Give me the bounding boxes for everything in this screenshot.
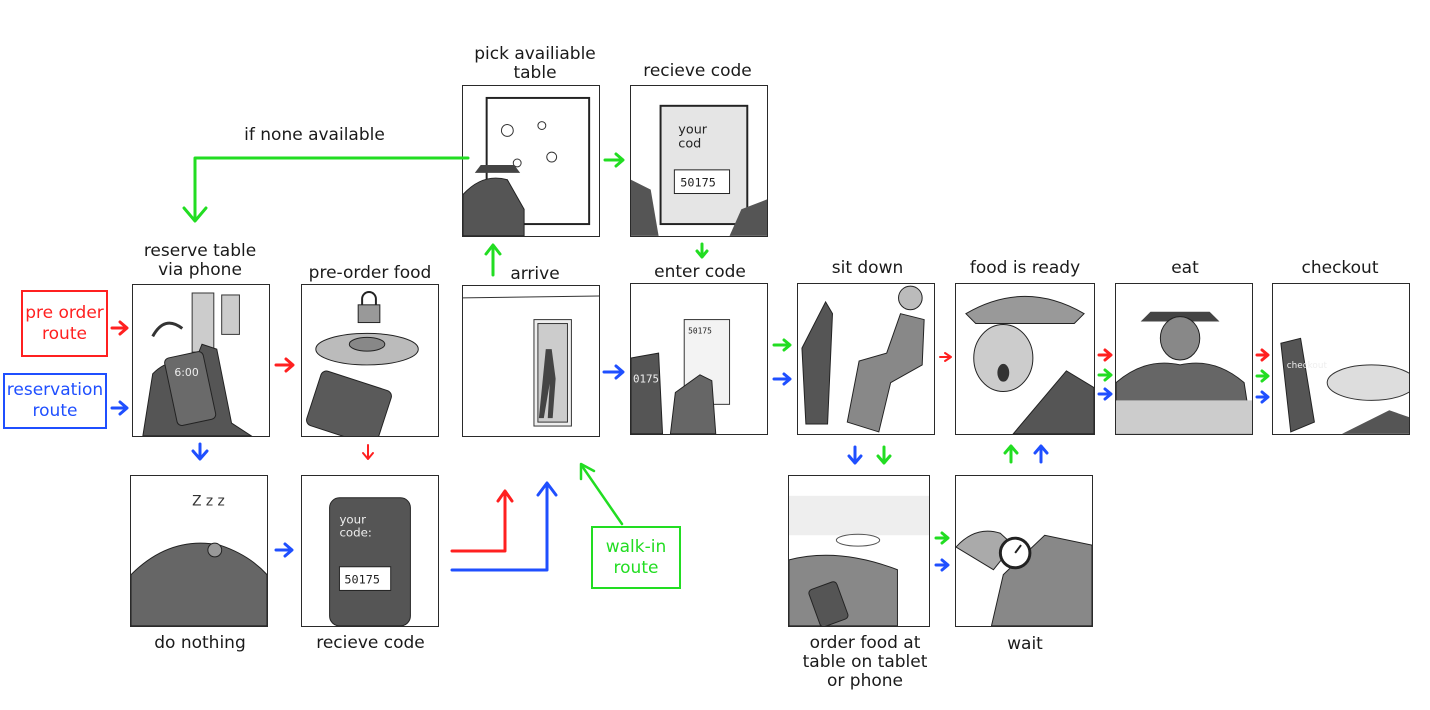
- code-value-text: 50175: [344, 573, 380, 587]
- panel-wait: [955, 475, 1093, 627]
- panel-checkout: checkout: [1272, 283, 1410, 435]
- sleep-z-text: Z z z: [192, 494, 225, 510]
- label-food-ready: food is ready: [969, 258, 1081, 278]
- label-pick-table: pick availiable table: [474, 44, 596, 83]
- walk-in-route-box: walk-in route: [591, 526, 681, 589]
- label-enter-code: enter code: [654, 262, 746, 282]
- if-none-available-label: if none available: [244, 125, 385, 145]
- label-receive-code-kiosk: recieve code: [643, 61, 752, 81]
- padlock-icon: [357, 291, 381, 324]
- panel-do-nothing: Z z z: [130, 475, 268, 627]
- arrow-code-arrive-blue: [450, 482, 549, 572]
- side-code-text: 0175: [633, 373, 659, 386]
- panel-enter-code: 50175 0175: [630, 283, 768, 435]
- reservation-route-box: reservation route: [3, 373, 107, 429]
- panel-food-ready: [955, 283, 1095, 435]
- wristwatch-icon: [998, 536, 1032, 570]
- pre-order-route-box: pre order route: [21, 290, 108, 357]
- label-receive-code-preorder: recieve code: [316, 633, 425, 653]
- label-eat: eat: [1171, 258, 1199, 278]
- checkout-device-text: checkout: [1287, 361, 1328, 371]
- kiosk-code-text: 50175: [680, 176, 716, 190]
- label-checkout: checkout: [1301, 258, 1379, 278]
- label-do-nothing: do nothing: [154, 633, 246, 653]
- label-arrive: arrive: [510, 264, 560, 284]
- panel-order-food: [788, 475, 930, 627]
- label-reserve-table: reserve table via phone: [143, 241, 257, 280]
- keypad-code-text: 50175: [688, 326, 712, 335]
- panel-sit-down: [797, 283, 935, 435]
- panel-reserve-table: 6:00: [132, 284, 270, 437]
- arrow-none-available: [193, 156, 470, 222]
- label-wait: wait: [1007, 634, 1043, 654]
- panel-arrive: [462, 285, 600, 437]
- label-pre-order-food: pre-order food: [308, 263, 432, 283]
- label-sit-down: sit down: [831, 258, 904, 278]
- panel-pick-table: [462, 85, 600, 237]
- arrow-code-arrive-red: [450, 490, 507, 553]
- arrow-walkin-arrive: [580, 464, 624, 526]
- phone-time-text: 6:00: [174, 366, 198, 379]
- panel-pre-order-food: [301, 284, 439, 437]
- label-order-food: order food at table on tablet or phone: [802, 633, 928, 691]
- panel-eat: [1115, 283, 1253, 435]
